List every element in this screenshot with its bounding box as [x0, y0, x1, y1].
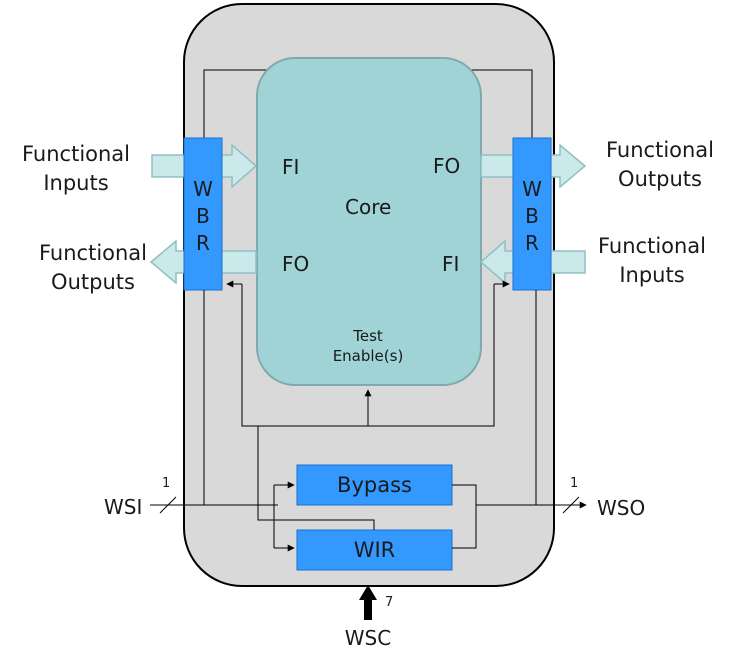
right-functional-outputs-line2: Outputs [618, 167, 702, 191]
left-functional-outputs-line1: Functional [38, 241, 148, 265]
left-functional-inputs-line2: Inputs [43, 171, 109, 195]
test-enable-right-line [368, 284, 495, 427]
wir-label: WIR [353, 538, 396, 562]
wir-register [296, 529, 453, 571]
left-wbr-letter-w: W [193, 177, 213, 201]
wsi-label: WSI [104, 495, 143, 519]
wsc-arrow-shaft [364, 596, 372, 620]
core-block [256, 57, 482, 386]
right-functional-inputs-line2: Inputs [619, 263, 685, 287]
left-functional-outputs-line2: Outputs [51, 270, 135, 294]
core-label: Core [345, 195, 392, 219]
right-functional-inputs-line1: Functional [597, 234, 707, 258]
core-fi-right-label: FI [442, 252, 460, 276]
wsc-arrow-head [359, 585, 377, 600]
left-wbr-block [183, 137, 223, 291]
bypass-output-line [452, 484, 477, 549]
test-enable-label-line2: Enable(s) [332, 347, 404, 365]
bypass-label: Bypass [337, 473, 412, 497]
core-fi-left-label: FI [282, 155, 300, 179]
right-wbr-letter-b: B [525, 204, 539, 228]
wso-width-slash [562, 496, 580, 514]
left-wbr-letter-r: R [196, 231, 210, 255]
core-fo-right-label: FO [433, 154, 461, 178]
test-enable-left-line [241, 284, 368, 427]
wsi-width-label: 1 [162, 476, 171, 491]
wsc-width-label: 7 [385, 595, 394, 610]
bypass-register [296, 464, 453, 506]
left-functional-inputs-line1: Functional [21, 142, 131, 166]
right-functional-outputs-line1: Functional [605, 138, 715, 162]
wir-control-line [257, 426, 375, 530]
right-wbr-letter-r: R [525, 231, 539, 255]
wso-width-label: 1 [570, 476, 579, 491]
wsc-label: WSC [344, 626, 392, 650]
left-wbr-letter-b: B [196, 204, 210, 228]
right-wbr-letter-w: W [522, 177, 542, 201]
wso-label: WSO [597, 496, 646, 520]
test-enable-label-line1: Test [353, 327, 383, 345]
core-fo-left-label: FO [282, 252, 310, 276]
wsi-width-slash [159, 496, 177, 514]
right-wbr-block [512, 137, 552, 291]
